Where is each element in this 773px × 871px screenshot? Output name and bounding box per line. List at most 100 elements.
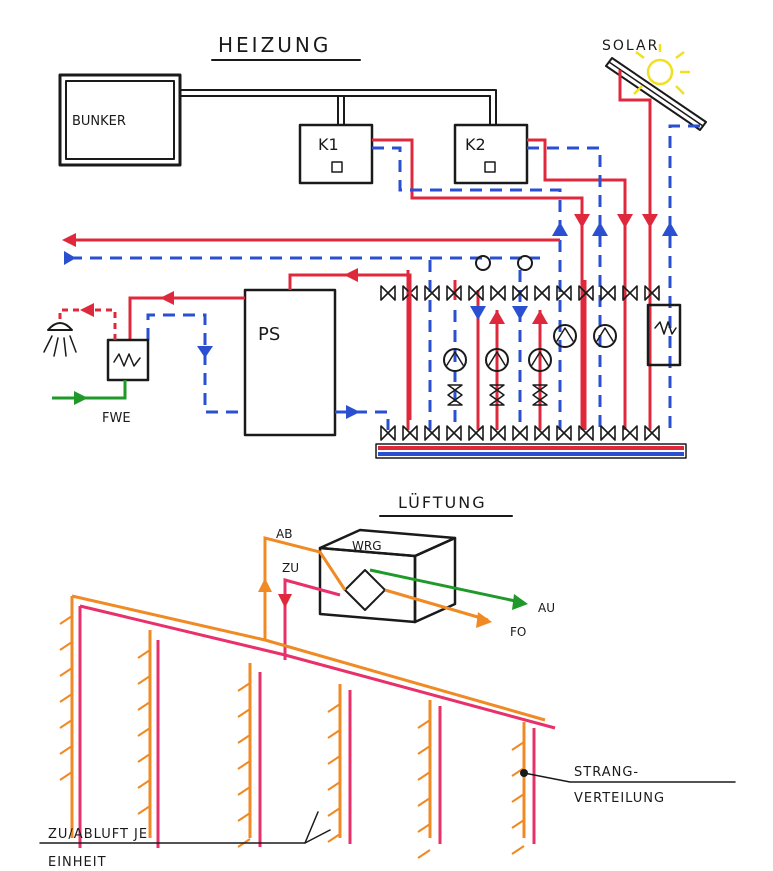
outlet-tick — [417, 797, 431, 807]
thermometer-icon — [475, 255, 533, 271]
valve-icon — [446, 425, 462, 441]
pump-icons — [443, 324, 617, 372]
fwe-return-line — [146, 313, 245, 414]
outlet-tick — [137, 727, 151, 737]
valve-icon — [402, 425, 418, 441]
boiler-k2-label: K2 — [465, 135, 486, 154]
zu-label: ZU — [282, 561, 299, 575]
solar-label: SOLAR — [602, 38, 659, 54]
arrow — [512, 594, 528, 610]
outlet-tick — [327, 781, 341, 791]
valve-row-bottom — [380, 425, 660, 441]
outside-air-duct — [369, 568, 521, 604]
arrow — [344, 268, 358, 282]
cold-water-line — [52, 380, 127, 400]
outlet-tick — [511, 819, 525, 829]
ab-label: AB — [276, 527, 292, 541]
outlet-tick — [327, 807, 341, 817]
outlet-tick — [237, 812, 251, 822]
valve-icon — [402, 285, 418, 301]
valve-icon — [468, 285, 484, 301]
valve-icon — [446, 285, 462, 301]
ventilation-title: LÜFTUNG — [398, 493, 487, 512]
valve-icon — [534, 425, 550, 441]
outlet-tick — [327, 703, 341, 713]
outlet-tick — [137, 779, 151, 789]
shower-icon — [43, 322, 77, 357]
outlet-tick — [137, 701, 151, 711]
outlet-tick — [237, 734, 251, 744]
valve-icon — [578, 425, 594, 441]
flow-arrows — [470, 214, 678, 324]
manifold — [375, 443, 687, 459]
bunker-label: BUNKER — [72, 114, 126, 129]
valve-icon — [490, 285, 506, 301]
valve-icon — [644, 425, 660, 441]
heat-recovery-unit: WRG — [318, 528, 457, 624]
valve-icon — [468, 425, 484, 441]
per-unit-label-1: ZU/ABLUFT JE — [48, 827, 148, 842]
fwe-supply-line — [128, 296, 245, 340]
outlet-tick — [327, 729, 341, 739]
valve-icon — [644, 285, 660, 301]
boiler-k2: K2 — [453, 123, 529, 185]
valve-icon — [424, 425, 440, 441]
valve-icon — [512, 425, 528, 441]
manifold-return — [378, 452, 684, 456]
fo-label: FO — [510, 625, 526, 639]
valve-icon — [380, 425, 396, 441]
arrow — [160, 291, 174, 305]
outlet-tick — [511, 767, 525, 777]
riser-label-1: STRANG- — [574, 765, 639, 780]
outlet-tick — [59, 641, 73, 651]
valve-icon — [490, 425, 506, 441]
outlet-tick — [59, 719, 73, 729]
exhaust-out-duct — [384, 588, 489, 622]
outlet-tick — [59, 745, 73, 755]
fresh-water-station: FWE — [102, 338, 150, 426]
manifold-supply — [378, 446, 684, 450]
valve-icon — [600, 285, 616, 301]
supply-duct — [283, 578, 341, 660]
exhaust-in-duct — [263, 536, 347, 640]
outlet-tick — [59, 771, 73, 781]
boiler-k1-label: K1 — [318, 135, 339, 154]
valve-icon — [556, 425, 572, 441]
arrow — [346, 405, 360, 419]
outlet-tick — [417, 849, 431, 859]
outlet-tick — [137, 805, 151, 815]
supply-main-duct — [79, 604, 556, 730]
outlet-tick — [59, 693, 73, 703]
valve-icon — [556, 285, 572, 301]
hrv-label: WRG — [352, 539, 382, 553]
outlet-tick — [417, 719, 431, 729]
outlet-tick — [237, 760, 251, 770]
return-arrow-in — [64, 251, 76, 265]
outlet-tick — [327, 755, 341, 765]
outlet-tick — [327, 833, 341, 843]
boiler-k1: K1 — [298, 123, 374, 185]
exhaust-main-duct — [71, 594, 546, 722]
feed-lines — [179, 89, 497, 126]
riser-label-2: VERTEILUNG — [574, 791, 665, 806]
valve-row-top — [380, 285, 660, 301]
outlet-tick — [237, 786, 251, 796]
outlet-tick — [59, 615, 73, 625]
arrow — [80, 303, 94, 317]
valve-icon — [424, 285, 440, 301]
valve-icon — [600, 425, 616, 441]
riser-leader — [523, 772, 736, 783]
outlet-tick — [237, 682, 251, 692]
buffer-storage: PS — [243, 288, 337, 437]
arrow — [476, 612, 492, 628]
fwe-label: FWE — [102, 411, 131, 426]
valve-icon — [622, 285, 638, 301]
riser-group — [59, 596, 536, 859]
outlet-tick — [59, 667, 73, 677]
hot-water-line — [58, 308, 117, 340]
heating-title: HEIZUNG — [218, 33, 331, 57]
outlet-tick — [417, 745, 431, 755]
outlet-tick — [417, 823, 431, 833]
solar-heat-exchanger — [646, 303, 682, 367]
